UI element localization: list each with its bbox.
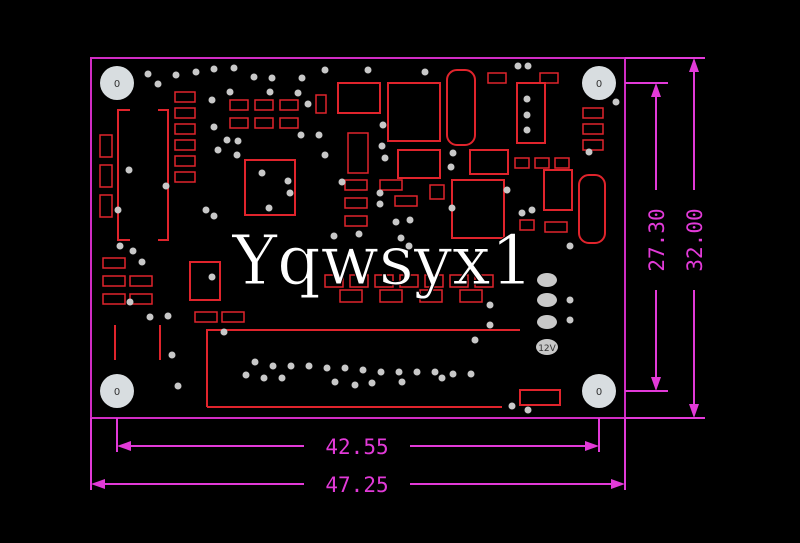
dim-label-bg-inner-width bbox=[304, 434, 410, 458]
crystal-top bbox=[446, 69, 476, 146]
dimension-arrows bbox=[91, 58, 699, 489]
dim-label-bg-outer-width bbox=[304, 472, 410, 496]
mount-hole-bottom-right: 0 bbox=[596, 387, 602, 398]
smd-pads bbox=[99, 72, 604, 323]
chip-a bbox=[469, 149, 509, 175]
dim-label-bg-outer-height bbox=[682, 190, 706, 290]
outer-width-label: 47.25 bbox=[325, 473, 388, 497]
left-connector-outline bbox=[117, 109, 130, 241]
switch-top bbox=[516, 82, 546, 144]
cap-right bbox=[578, 174, 606, 244]
left-block bbox=[114, 325, 161, 360]
ic-center bbox=[397, 149, 441, 179]
fuse bbox=[189, 261, 221, 301]
mount-hole-top-right: 0 bbox=[596, 79, 602, 90]
vias bbox=[114, 62, 620, 414]
ic-left bbox=[244, 159, 296, 216]
connector-pads bbox=[536, 273, 558, 355]
left-connector-outline-right bbox=[158, 109, 169, 241]
watermark: Yqwsyx1 bbox=[231, 222, 534, 301]
mount-hole-bottom-left: 0 bbox=[114, 387, 120, 398]
mount-hole-top-left: 0 bbox=[114, 79, 120, 90]
ic-large bbox=[387, 82, 441, 142]
bottom-header-outline bbox=[206, 329, 520, 407]
mounting-holes bbox=[100, 66, 616, 408]
dim-label-bg-inner-height bbox=[644, 190, 668, 290]
board-outline bbox=[90, 57, 626, 419]
inner-height-label: 27.30 bbox=[645, 208, 669, 271]
chip-b bbox=[543, 169, 573, 211]
power-jack bbox=[519, 389, 561, 406]
outer-height-label: 32.00 bbox=[683, 208, 707, 271]
ic-top-center bbox=[337, 82, 381, 114]
inner-width-label: 42.55 bbox=[325, 435, 388, 459]
voltage-label: 12V bbox=[538, 344, 556, 354]
